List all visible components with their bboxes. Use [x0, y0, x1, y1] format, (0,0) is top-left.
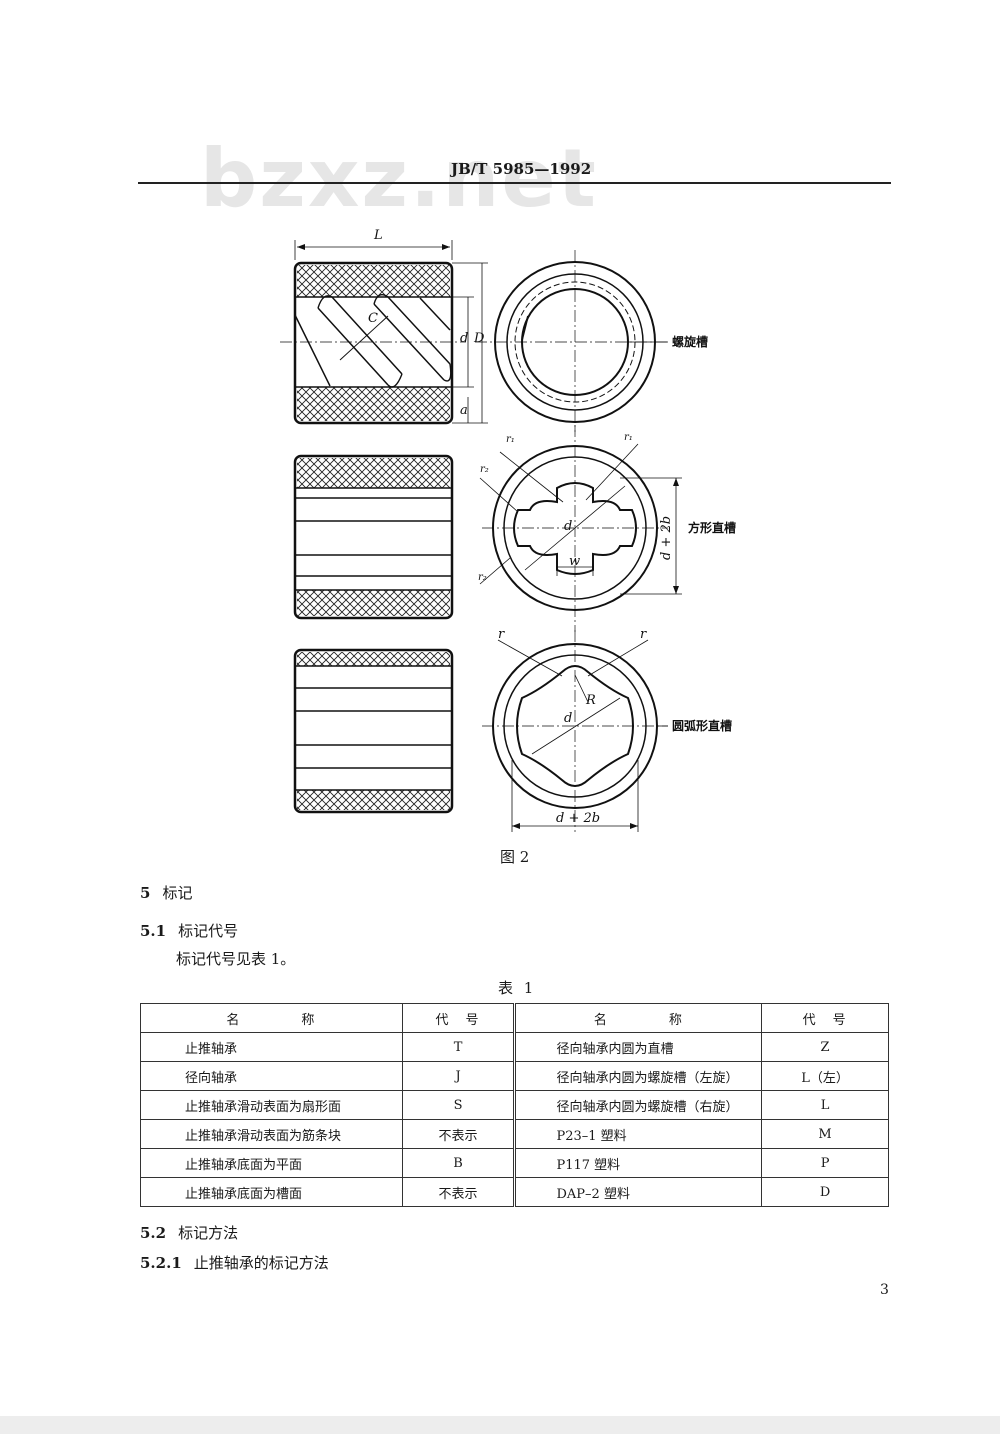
table-cell: DAP–2 塑料	[513, 1177, 763, 1207]
header-name: 名 称	[513, 1003, 763, 1033]
table-cell: J	[401, 1061, 516, 1091]
table-cell: 止推轴承底面为平面	[140, 1148, 403, 1178]
callout-square-groove: 方形直槽	[688, 520, 736, 535]
figure-caption: 图 2	[500, 848, 530, 866]
table-cell: L	[761, 1090, 889, 1120]
label-r1-left: r₁	[506, 434, 515, 445]
viewer-bottom-bar	[0, 1416, 1000, 1434]
section-number: 5.2.1	[140, 1254, 182, 1272]
end-view-arc	[482, 630, 668, 832]
label-r2-top: r₂	[480, 464, 489, 475]
label-R: R	[585, 693, 596, 708]
table-row: 止推轴承滑动表面为筋条块 不表示 P23–1 塑料 M	[140, 1119, 889, 1149]
label-D: D	[473, 331, 485, 346]
table-cell: 径向轴承	[140, 1061, 403, 1091]
watermark: bzxz.net	[200, 132, 598, 225]
label-d-mid: d	[564, 519, 572, 534]
table-cell: 止推轴承	[140, 1032, 403, 1062]
marking-code-table: 名 称 代 号 名 称 代 号 止推轴承 T 径向轴承内圆为直槽 Z 径向轴承 …	[140, 1003, 889, 1207]
table-row: 径向轴承 J 径向轴承内圆为螺旋槽（左旋） L（左）	[140, 1061, 889, 1091]
table-cell: B	[401, 1148, 516, 1178]
section-number: 5	[140, 884, 151, 902]
table-cell: 止推轴承底面为槽面	[140, 1177, 403, 1207]
table-cell: 径向轴承内圆为螺旋槽（左旋）	[513, 1061, 763, 1091]
table-cell: T	[401, 1032, 516, 1062]
table-row: 止推轴承 T 径向轴承内圆为直槽 Z	[140, 1032, 889, 1062]
label-d-bottom: d	[564, 711, 572, 726]
section-5-1-body: 标记代号见表 1。	[176, 950, 296, 968]
document-header: JB/T 5985—1992	[451, 160, 592, 178]
label-r-left: r	[498, 627, 505, 642]
header-name: 名 称	[140, 1003, 403, 1033]
end-view-helical	[475, 250, 668, 432]
table-cell: 径向轴承内圆为螺旋槽（右旋）	[513, 1090, 763, 1120]
side-view-square	[293, 454, 454, 620]
table-cell: 止推轴承滑动表面为筋条块	[140, 1119, 403, 1149]
callout-helical-groove: 螺旋槽	[672, 334, 708, 349]
table-cell: L（左）	[761, 1061, 889, 1091]
section-5-2-heading: 5.2 标记方法	[140, 1222, 238, 1243]
section-5-2-1-heading: 5.2.1 止推轴承的标记方法	[140, 1252, 329, 1273]
table-header-row: 名 称 代 号 名 称 代 号	[140, 1003, 889, 1033]
table-title: 表 1	[498, 979, 537, 997]
table-row: 止推轴承滑动表面为扇形面 S 径向轴承内圆为螺旋槽（右旋） L	[140, 1090, 889, 1120]
label-C: C	[368, 311, 378, 326]
table-cell: M	[761, 1119, 889, 1149]
header-code: 代 号	[761, 1003, 889, 1033]
label-L: L	[373, 228, 383, 243]
section-number: 5.1	[140, 922, 167, 940]
label-r2-bottom: r₂	[478, 572, 487, 583]
section-title: 止推轴承的标记方法	[193, 1254, 329, 1272]
label-a: a	[460, 403, 468, 418]
table-cell: 径向轴承内圆为直槽	[513, 1032, 763, 1062]
label-d2b-horiz: d + 2b	[556, 811, 600, 826]
table-cell: 不表示	[401, 1177, 516, 1207]
section-5-heading: 5 标记	[140, 882, 192, 903]
label-r1-right: r₁	[624, 432, 633, 443]
table-row: 止推轴承底面为平面 B P117 塑料 P	[140, 1148, 889, 1178]
side-view-helical	[280, 240, 488, 425]
table-cell: P117 塑料	[513, 1148, 763, 1178]
table-row: 止推轴承底面为槽面 不表示 DAP–2 塑料 D	[140, 1177, 889, 1207]
section-5-1-heading: 5.1 标记代号	[140, 920, 238, 941]
section-title: 标记方法	[178, 1224, 239, 1242]
label-d: d	[460, 331, 468, 346]
section-title: 标记代号	[178, 922, 239, 940]
table-cell: P23–1 塑料	[513, 1119, 763, 1149]
label-d2b-vert: d + 2b	[659, 516, 674, 560]
bearing-figure: L C d D a r₁ r₁ r₂ r₂ d w d + 2b r r R d…	[280, 228, 736, 832]
table-cell: S	[401, 1090, 516, 1120]
table-cell: Z	[761, 1032, 889, 1062]
end-view-square	[479, 425, 682, 632]
label-w: w	[569, 554, 580, 569]
table-cell: 不表示	[401, 1119, 516, 1149]
header-code: 代 号	[401, 1003, 516, 1033]
side-view-arc	[293, 648, 454, 814]
header-rule	[138, 182, 891, 184]
section-number: 5.2	[140, 1224, 167, 1242]
page-number: 3	[880, 1282, 889, 1298]
section-title: 标记	[162, 884, 193, 902]
callout-arc-groove: 圆弧形直槽	[672, 718, 732, 733]
table-cell: P	[761, 1148, 889, 1178]
table-cell: D	[761, 1177, 889, 1207]
label-r-right: r	[640, 627, 647, 642]
table-cell: 止推轴承滑动表面为扇形面	[140, 1090, 403, 1120]
